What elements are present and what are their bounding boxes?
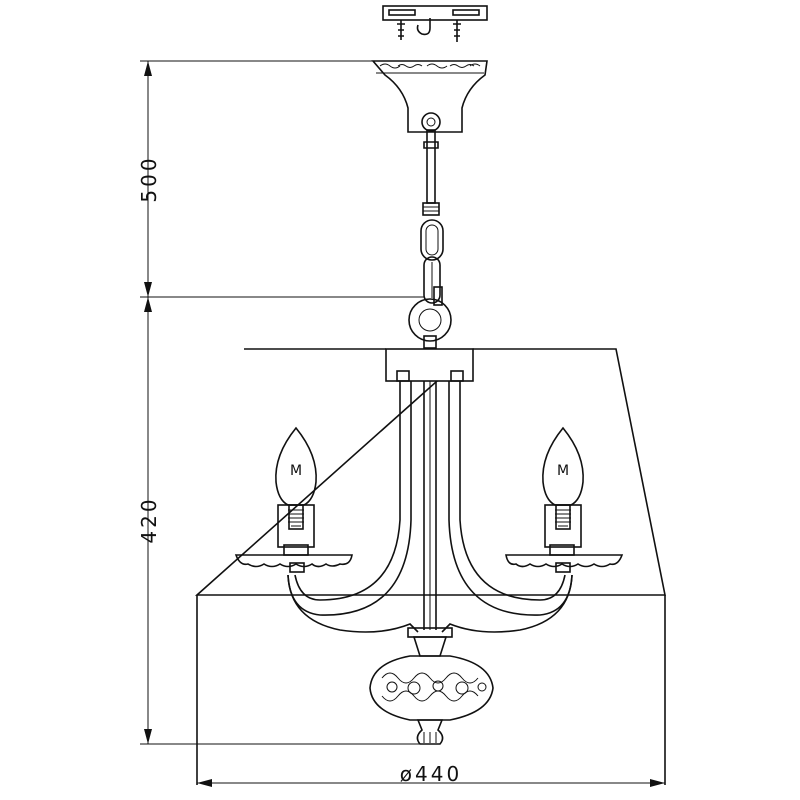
bulb-right: [542, 426, 584, 506]
drip-pan-right: [505, 544, 624, 573]
dimension-line-diameter: [197, 779, 665, 787]
arm-left: [287, 381, 419, 633]
suspension-rod: [422, 129, 440, 216]
candle-sleeve-right: [544, 504, 582, 548]
arm-right: [441, 381, 573, 633]
bulb-mark-left: M: [290, 463, 302, 479]
mounting-bracket: [382, 5, 488, 42]
top-hub: [385, 348, 474, 382]
chain-links: [420, 219, 444, 306]
stem-collar: [407, 627, 453, 657]
bulb-left: [275, 426, 317, 506]
dimension-label-500: 500: [137, 155, 161, 202]
dimension-line-500: [140, 60, 424, 298]
dimension-line-420: [140, 297, 420, 745]
hanging-ring: [408, 298, 452, 349]
decorative-ceramic-ball: [369, 655, 494, 721]
drip-pan-left: [234, 544, 353, 573]
central-stem: [423, 381, 437, 630]
dimension-label-diameter: ø440: [400, 762, 462, 786]
ceiling-canopy: [371, 60, 488, 133]
bottom-finial: [416, 719, 444, 745]
dimension-label-420: 420: [137, 496, 161, 543]
bulb-mark-right: M: [557, 463, 569, 479]
candle-sleeve-left: [277, 504, 315, 548]
